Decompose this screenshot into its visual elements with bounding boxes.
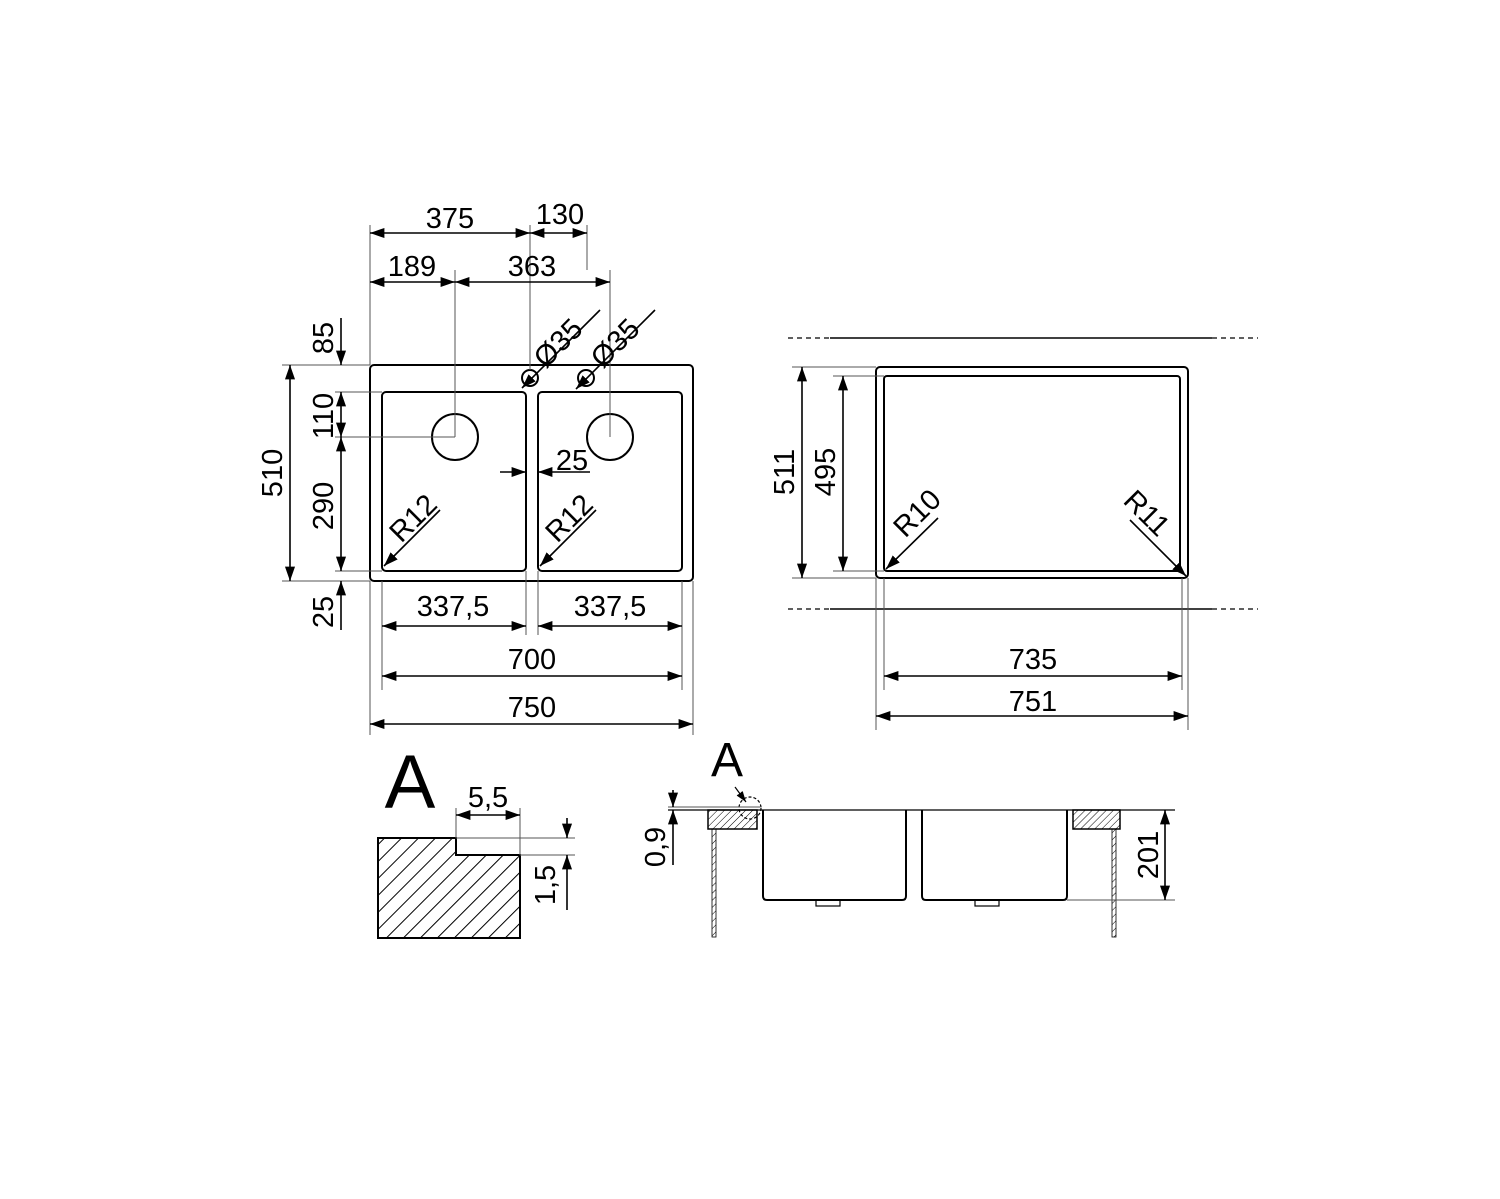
dim-0-9: 0,9 (640, 827, 672, 867)
dim-bowl-right: 337,5 (574, 591, 647, 623)
left-bowl (381, 391, 527, 572)
drain-right (974, 899, 1000, 907)
cutout-view: 511 495 R10 R11 735 751 (769, 337, 1258, 730)
cutout-inner (883, 375, 1181, 572)
plan-view: 375 130 189 363 Ø35 Ø35 85 510 110 290 2… (257, 199, 694, 735)
section-bowl-right (921, 810, 1068, 901)
dim-110: 110 (308, 393, 340, 439)
radius-r11: R11 (1117, 484, 1176, 543)
dim-85: 85 (308, 322, 340, 354)
dim-750: 750 (508, 692, 556, 724)
radius-right: R12 (540, 489, 600, 549)
dim-189: 189 (388, 251, 436, 283)
dim-751: 751 (1009, 686, 1057, 718)
cabinet-wall-left (711, 828, 717, 938)
dim-510: 510 (257, 449, 289, 497)
cutout-outline (875, 366, 1189, 579)
countertop-left (707, 809, 758, 830)
dim-375: 375 (426, 203, 474, 235)
dim-363: 363 (508, 251, 556, 283)
drain-left (815, 899, 841, 907)
hatched-section (377, 837, 521, 939)
dim-735: 735 (1009, 644, 1057, 676)
radius-r10: R10 (888, 484, 948, 544)
dim-700: 700 (508, 644, 556, 676)
section-view: A 0,9 201 (640, 734, 1175, 938)
detail-label: A (385, 740, 436, 825)
radius-left: R12 (384, 489, 444, 549)
section-bowl-left (762, 810, 907, 901)
dim-1-5: 1,5 (530, 865, 562, 905)
countertop-right (1072, 809, 1121, 830)
dim-201: 201 (1133, 831, 1165, 879)
dim-130: 130 (536, 199, 584, 231)
sink-outline (369, 364, 694, 582)
dim-511: 511 (769, 449, 801, 495)
dim-290: 290 (308, 482, 340, 530)
tap-hole-1 (521, 369, 539, 387)
dim-bowl-left: 337,5 (417, 591, 490, 623)
cabinet-wall-right (1111, 828, 1117, 938)
detail-a: A 5,5 1,5 (377, 740, 575, 939)
dim-495: 495 (810, 448, 842, 496)
section-label: A (711, 734, 743, 787)
dim-25-divider: 25 (556, 445, 588, 477)
dim-25-bottom: 25 (308, 596, 340, 628)
dim-5-5: 5,5 (468, 782, 508, 814)
